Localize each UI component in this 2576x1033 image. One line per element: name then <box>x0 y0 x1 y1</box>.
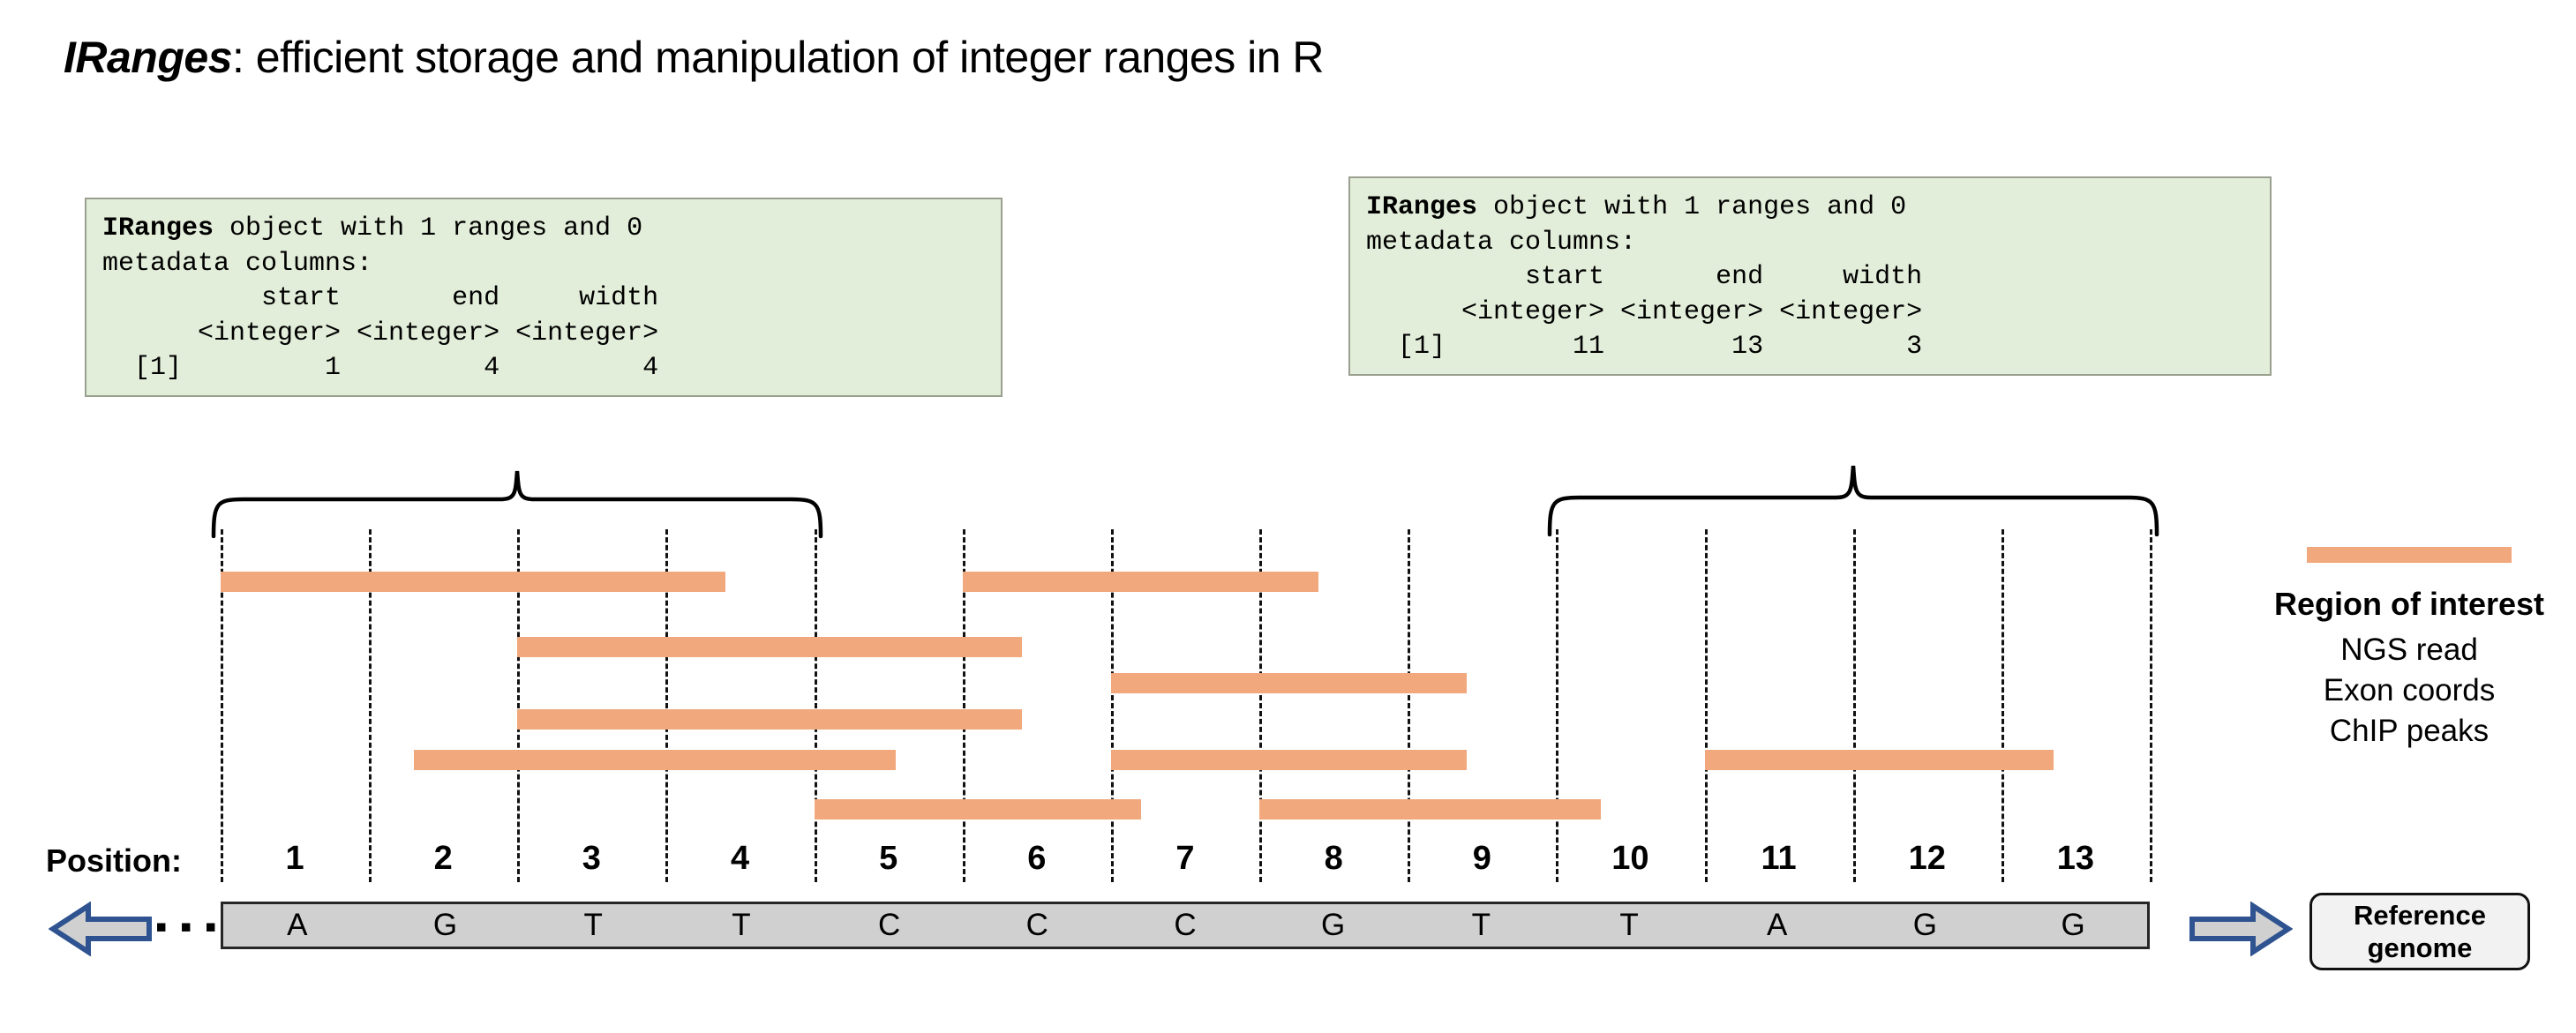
position-number-3: 3 <box>582 840 601 877</box>
page-title-emphasis: IRanges <box>64 33 233 82</box>
range-bar <box>1704 750 2054 770</box>
gridline-2 <box>369 529 372 882</box>
position-number-2: 2 <box>433 840 453 877</box>
code-right-line3: start end width <box>1366 262 1923 293</box>
legend-swatch <box>2307 547 2512 563</box>
sequence-base-2: G <box>432 908 458 942</box>
refbox-line1: Reference <box>2354 899 2486 931</box>
brace-right <box>1547 465 2159 536</box>
position-number-5: 5 <box>879 840 898 877</box>
sequence-base-11: A <box>1767 908 1788 942</box>
gridline-11 <box>1704 529 1708 882</box>
code-right-line1: object with 1 ranges and 0 <box>1477 192 1907 222</box>
code-left-line4: <integer> <integer> <integer> <box>102 318 659 348</box>
code-left-line5: [1] 1 4 4 <box>102 353 659 384</box>
sequence-base-13: G <box>2061 908 2085 942</box>
gridline-9 <box>1408 529 1411 882</box>
range-track <box>221 529 2152 882</box>
range-bar <box>1110 673 1468 693</box>
reference-genome-box: Reference genome <box>2309 893 2530 970</box>
page-title-rest: : efficient storage and manipulation of … <box>232 33 1325 82</box>
position-number-12: 12 <box>1908 840 1946 877</box>
code-right-line2: metadata columns: <box>1366 227 1637 258</box>
position-number-11: 11 <box>1761 840 1797 877</box>
sequence-base-9: T <box>1471 908 1491 942</box>
gridline-14 <box>2150 529 2152 882</box>
gridline-10 <box>1556 529 1559 882</box>
range-bar <box>814 799 1141 820</box>
gridline-3 <box>517 529 521 882</box>
legend-item-1: NGS read <box>2340 633 2478 667</box>
gridline-12 <box>1852 529 1856 882</box>
range-bar <box>517 637 1023 657</box>
position-number-4: 4 <box>730 840 750 877</box>
position-number-8: 8 <box>1324 840 1343 877</box>
code-right-line5: [1] 11 13 3 <box>1366 332 1923 363</box>
gridline-5 <box>814 529 817 882</box>
sequence-base-1: A <box>287 908 308 942</box>
position-number-7: 7 <box>1175 840 1195 877</box>
code-left-line3: start end width <box>102 283 659 314</box>
refbox-line2: genome <box>2367 932 2473 963</box>
range-bar <box>221 572 725 592</box>
sequence-base-10: T <box>1619 908 1639 942</box>
code-left-line2: metadata columns: <box>102 248 373 279</box>
code-right-keyword: IRanges <box>1366 192 1478 222</box>
gridline-4 <box>665 529 669 882</box>
gridline-7 <box>1110 529 1114 882</box>
position-number-1: 1 <box>285 840 304 877</box>
position-ruler-label: Position: <box>46 842 182 879</box>
range-bar <box>962 572 1319 592</box>
legend-item-3: ChIP peaks <box>2329 714 2490 749</box>
gridline-1 <box>221 529 223 882</box>
sequence-base-3: T <box>583 908 603 942</box>
range-bar <box>517 709 1023 730</box>
code-left-line1: object with 1 ranges and 0 <box>214 213 643 243</box>
iranges-output-left: IRanges object with 1 ranges and 0 metad… <box>85 198 1003 397</box>
range-bar <box>413 750 897 770</box>
page-title: IRanges: efficient storage and manipulat… <box>64 32 1325 83</box>
position-number-13: 13 <box>2056 840 2095 877</box>
arrow-right-icon <box>2189 902 2293 956</box>
sequence-base-8: G <box>1321 908 1346 942</box>
sequence-base-5: C <box>877 908 901 942</box>
position-number-10: 10 <box>1611 840 1649 877</box>
sequence-base-12: G <box>1912 908 1938 942</box>
sequence-base-4: T <box>732 908 751 942</box>
legend-title: Region of interest <box>2273 586 2545 622</box>
range-bar <box>1259 799 1601 820</box>
gridline-8 <box>1259 529 1263 882</box>
arrow-left-icon <box>49 902 152 956</box>
gridline-6 <box>962 529 965 882</box>
position-number-6: 6 <box>1027 840 1047 877</box>
legend-item-2: Exon coords <box>2323 673 2496 708</box>
sequence-ellipsis: ▪ ▪ ▪ <box>155 909 219 946</box>
code-left-keyword: IRanges <box>102 213 214 243</box>
gridline-13 <box>2001 529 2004 882</box>
brace-left <box>211 470 823 538</box>
code-right-line4: <integer> <integer> <integer> <box>1366 296 1923 327</box>
iranges-output-right: IRanges object with 1 ranges and 0 metad… <box>1348 176 2272 376</box>
range-bar <box>1110 750 1468 770</box>
sequence-base-6: C <box>1025 908 1048 942</box>
position-number-9: 9 <box>1472 840 1491 877</box>
sequence-base-7: C <box>1174 908 1197 942</box>
